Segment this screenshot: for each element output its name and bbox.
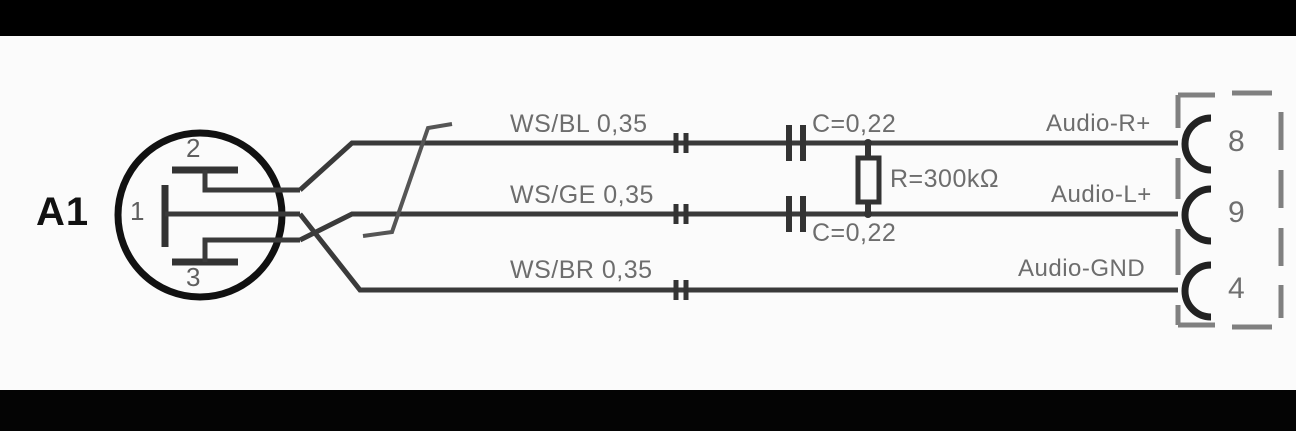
resistor-body	[855, 155, 882, 205]
socket-glyph-pin8	[1181, 114, 1212, 174]
socket-glyph-pin9	[1181, 185, 1212, 245]
wire-label-1: WS/BL 0,35	[510, 110, 648, 138]
capacitor-bottom-label: C=0,22	[812, 219, 897, 247]
socket-glyph-pin4	[1181, 261, 1212, 321]
splice-marker-row3	[673, 280, 689, 300]
right-connector-bracket	[1175, 90, 1284, 330]
a1-pin2-lead	[202, 170, 300, 193]
resistor-junction-bottom	[864, 210, 872, 218]
twisted-pair-indicator	[362, 122, 453, 238]
capacitor-bottom-symbol	[786, 196, 806, 232]
right-pin-number-4: 4	[1228, 272, 1245, 305]
signal-label-audio-r: Audio-R+	[1046, 110, 1151, 137]
wire-label-2: WS/GE 0,35	[510, 181, 654, 209]
splice-marker-row1	[673, 133, 689, 153]
wire-label-3: WS/BR 0,35	[510, 256, 653, 284]
bottom-letterbox-bar	[0, 390, 1296, 431]
splice-marker-row2	[673, 204, 689, 224]
resistor-junction-top	[864, 139, 872, 147]
bottom-bar-text	[60, 402, 760, 430]
signal-label-audio-l: Audio-L+	[1051, 181, 1152, 208]
a1-pin-1-label: 1	[130, 196, 145, 226]
a1-designator-label: A1	[36, 190, 90, 234]
capacitor-top-label: C=0,22	[812, 110, 897, 138]
a1-pin-3-label: 3	[186, 262, 201, 292]
right-pin-number-8: 8	[1228, 125, 1245, 158]
capacitor-top-symbol	[786, 125, 806, 161]
resistor-label: R=300kΩ	[890, 165, 1000, 193]
signal-label-audio-gnd: Audio-GND	[1018, 255, 1146, 282]
a1-pin3-lead	[202, 237, 300, 262]
right-pin-number-9: 9	[1228, 196, 1245, 229]
wire-fanout-row3	[298, 212, 1178, 293]
a1-pin-2-label: 2	[186, 133, 201, 163]
top-letterbox-bar	[0, 0, 1296, 36]
wire-fanout-row2	[298, 211, 1178, 243]
wire-fanout-row1	[298, 140, 1178, 192]
